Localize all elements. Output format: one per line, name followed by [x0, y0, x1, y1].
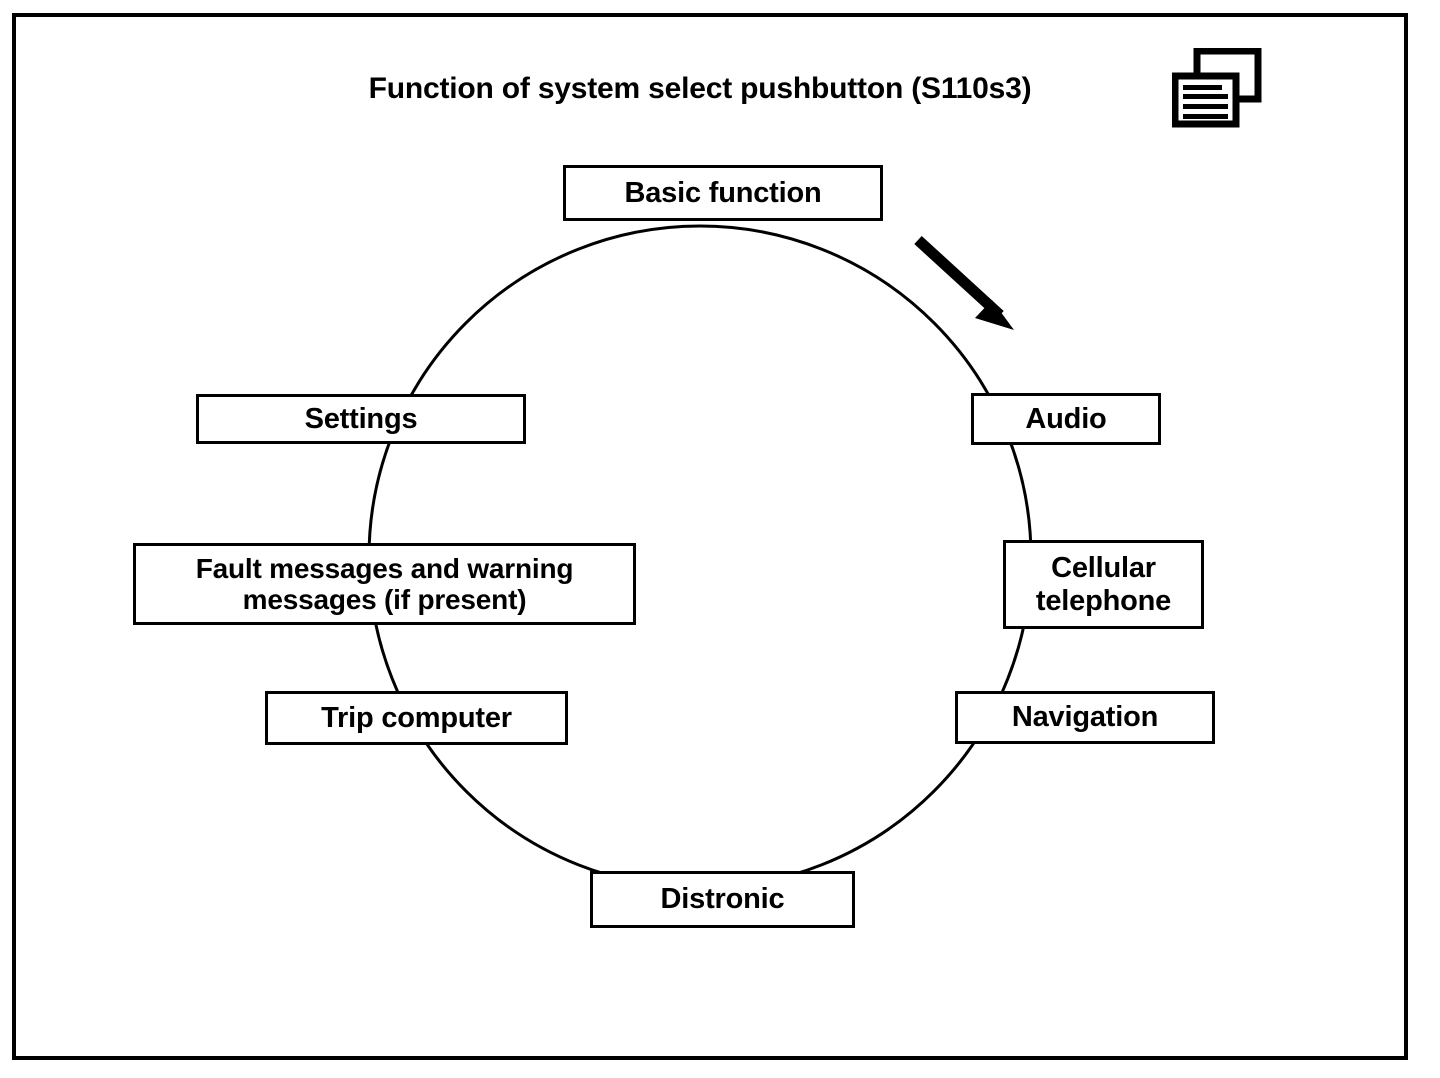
node-fault-messages[interactable]: Fault messages and warning messages (if … — [133, 543, 636, 625]
node-settings-label: Settings — [304, 402, 418, 435]
node-navigation[interactable]: Navigation — [955, 691, 1215, 744]
node-audio-label: Audio — [1025, 402, 1107, 435]
node-distronic[interactable]: Distronic — [590, 871, 855, 928]
node-cellular-telephone[interactable]: Cellular telephone — [1003, 540, 1204, 629]
node-fault-messages-label: Fault messages and warning messages (if … — [195, 552, 574, 615]
node-audio[interactable]: Audio — [971, 393, 1161, 445]
node-navigation-label: Navigation — [1011, 701, 1159, 734]
node-basic-function-label: Basic function — [624, 176, 822, 209]
node-settings[interactable]: Settings — [196, 394, 526, 444]
node-trip-computer-label: Trip computer — [321, 701, 512, 734]
page-title: Function of system select pushbutton (S1… — [368, 72, 1032, 105]
pages-icon — [1172, 48, 1262, 128]
node-distronic-label: Distronic — [660, 883, 785, 916]
node-cellular-telephone-label: Cellular telephone — [1035, 552, 1172, 617]
node-trip-computer[interactable]: Trip computer — [265, 691, 568, 745]
node-basic-function[interactable]: Basic function — [563, 165, 883, 221]
